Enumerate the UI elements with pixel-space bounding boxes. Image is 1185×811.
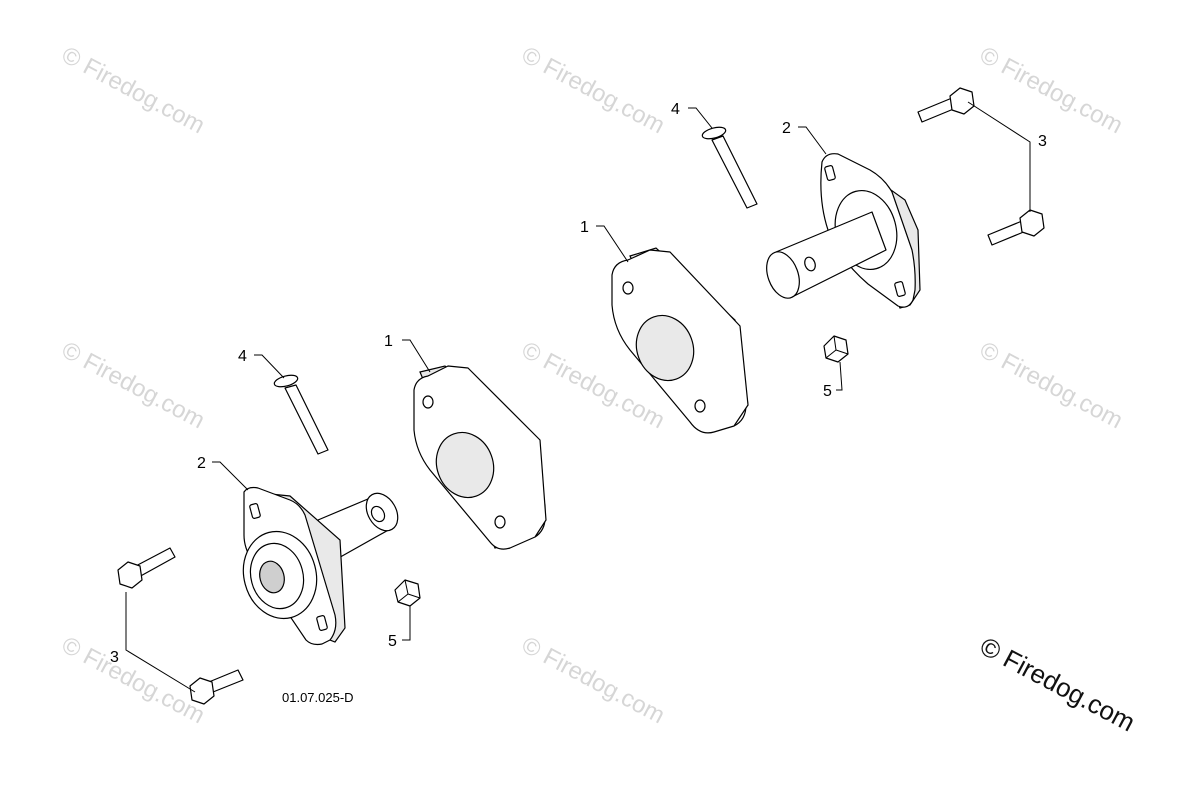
watermark-text: © Firedog.com (57, 631, 209, 729)
watermark-text: © Firedog.com (57, 336, 209, 434)
flange-bolt-left-lower (189, 669, 244, 705)
flange-spacer-left (413, 365, 547, 550)
bearing-flange-left (242, 486, 399, 646)
watermark-text: © Firedog.com (975, 336, 1127, 434)
watermark-text: © Firedog.com (517, 631, 669, 729)
callout-spacer-left: 1 (384, 333, 393, 350)
callout-bolt-left: 3 (110, 649, 119, 666)
pin-bolt-right (701, 126, 758, 209)
callouts: 1 1 2 2 3 3 4 4 5 5 (110, 101, 1047, 666)
callout-flange-right: 2 (782, 120, 791, 137)
nut-left (394, 579, 421, 607)
bearing-flange-right (766, 153, 921, 309)
callout-spacer-right: 1 (580, 219, 589, 236)
callout-bolt-right: 3 (1038, 133, 1047, 150)
callout-nut-right: 5 (823, 383, 832, 400)
watermark-text: © Firedog.com (517, 41, 669, 139)
brand-watermark: © Firedog.com (975, 631, 1140, 738)
flange-bolt-right-upper (917, 87, 975, 123)
flange-spacer-right (611, 247, 749, 434)
callout-nut-left: 5 (388, 633, 397, 650)
flange-bolt-left-upper (117, 547, 176, 589)
watermark-text: © Firedog.com (57, 41, 209, 139)
watermark-text: © Firedog.com (975, 41, 1127, 139)
nut-right (823, 335, 849, 363)
drawing-number: 01.07.025-D (282, 690, 354, 705)
watermark-layer: © Firedog.com © Firedog.com © Firedog.co… (57, 41, 1127, 729)
leader-lines (125, 101, 1031, 693)
callout-flange-left: 2 (197, 455, 206, 472)
callout-pin-left: 4 (238, 348, 247, 365)
callout-pin-right: 4 (671, 101, 680, 118)
flange-bolt-right-lower (987, 209, 1045, 246)
pin-bolt-left (273, 374, 329, 455)
